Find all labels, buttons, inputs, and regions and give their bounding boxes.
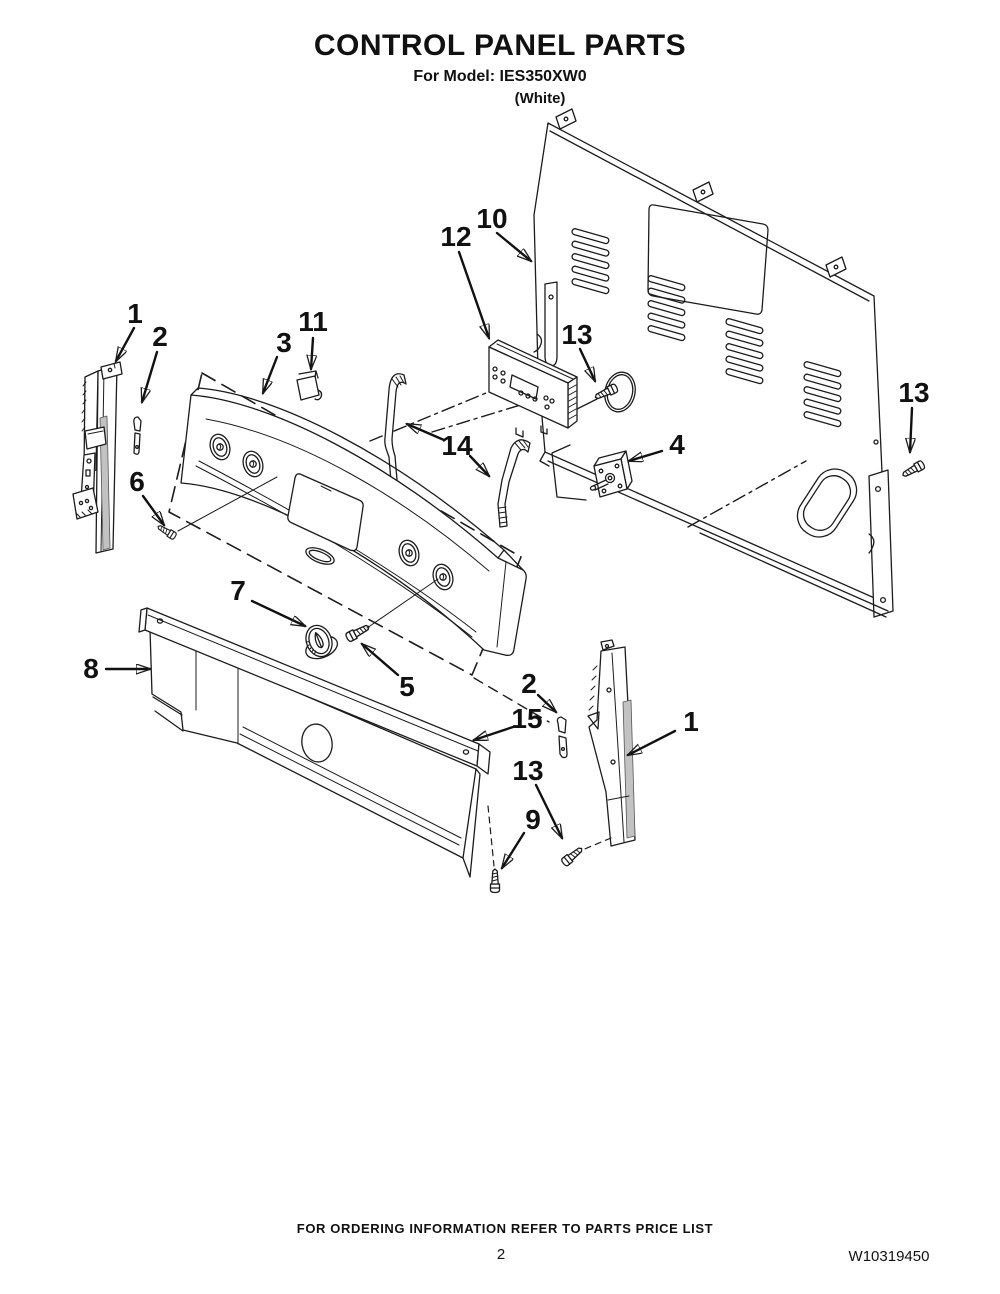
callout-2-left: 2 [152,321,168,352]
screw-13-right [900,459,927,480]
callout-10: 10 [476,203,508,234]
callout-arrow-1-right [628,729,677,757]
callout-arrow-1-left [114,326,136,361]
callout-7: 7 [230,575,246,606]
callout-arrow-12 [457,250,491,338]
dashed-leader [473,677,550,723]
leader-line [576,398,598,410]
screw-5 [344,621,372,644]
vent-louvers [571,228,842,428]
callout-1-right: 1 [683,706,699,737]
bracket-part-14-right [497,439,531,528]
callout-arrow-13-top [578,347,597,381]
knob-bezel [432,563,454,591]
callout-arrow-14 [468,454,489,476]
page-number: 2 [496,1246,506,1263]
callout-arrow-14 [407,422,446,442]
callout-arrow-2-right [536,693,556,712]
callout-11: 11 [298,306,328,337]
screw-6 [155,522,178,541]
callout-13-right: 13 [898,377,930,408]
callout-arrow-13-right [910,406,912,452]
callout-arrow-4 [629,449,664,461]
callout-4: 4 [669,429,685,460]
lower-panel-part-8 [149,628,481,878]
callout-arrow-layer [104,231,912,868]
callout-15: 15 [511,703,543,734]
callout-arrow-7 [250,599,305,628]
callout-arrow-9 [500,831,526,868]
callout-14: 14 [441,430,473,461]
clip-part-2-right [556,716,568,759]
control-panel-part-3 [180,387,527,657]
electronic-control-board-part-12 [488,339,578,438]
callout-13-top: 13 [561,319,593,350]
knob-bezel [398,539,420,567]
knob-bezel [209,433,231,461]
screw-13-bottom [559,844,586,868]
callout-6: 6 [129,466,145,497]
color-line: (White) [514,90,566,107]
clip-part-11 [296,370,323,401]
brand-oval [305,547,335,565]
side-trim-part-1-right [587,639,636,847]
callout-8: 8 [83,653,99,684]
top-rail-part-15 [138,607,491,775]
document-number: W10319450 [848,1248,930,1265]
alignment-line [687,460,807,528]
leader-line [177,476,278,532]
callout-3: 3 [276,327,292,358]
callout-arrow-13-bottom [534,783,564,838]
switch-part-4 [551,444,633,501]
callout-1-left: 1 [127,298,143,329]
alignment-line [431,398,541,433]
callout-arrow-11 [311,336,313,369]
control-knob-part-7 [305,624,339,660]
callout-5: 5 [399,671,415,702]
callout-9: 9 [525,804,541,835]
callout-2-right: 2 [521,668,537,699]
leader-line [366,578,439,629]
knob-bezel [242,450,264,478]
ordering-note: FOR ORDERING INFORMATION REFER TO PARTS … [296,1221,714,1236]
screw-9 [489,868,501,894]
callout-13-bottom: 13 [512,755,544,786]
callout-arrow-6 [141,494,164,525]
oval-cutout [796,468,858,538]
callout-12: 12 [440,221,472,252]
model-line: For Model: IES350XW0 [413,68,587,85]
callout-arrow-3 [261,355,279,393]
callout-arrow-5 [362,644,400,677]
clip-part-2-left [133,416,142,455]
callout-arrow-10 [495,231,531,261]
callout-arrow-2-left [142,350,159,402]
page-title: CONTROL PANEL PARTS [313,29,687,62]
callout-arrow-15 [474,725,515,742]
side-trim-part-1-left [72,361,123,554]
